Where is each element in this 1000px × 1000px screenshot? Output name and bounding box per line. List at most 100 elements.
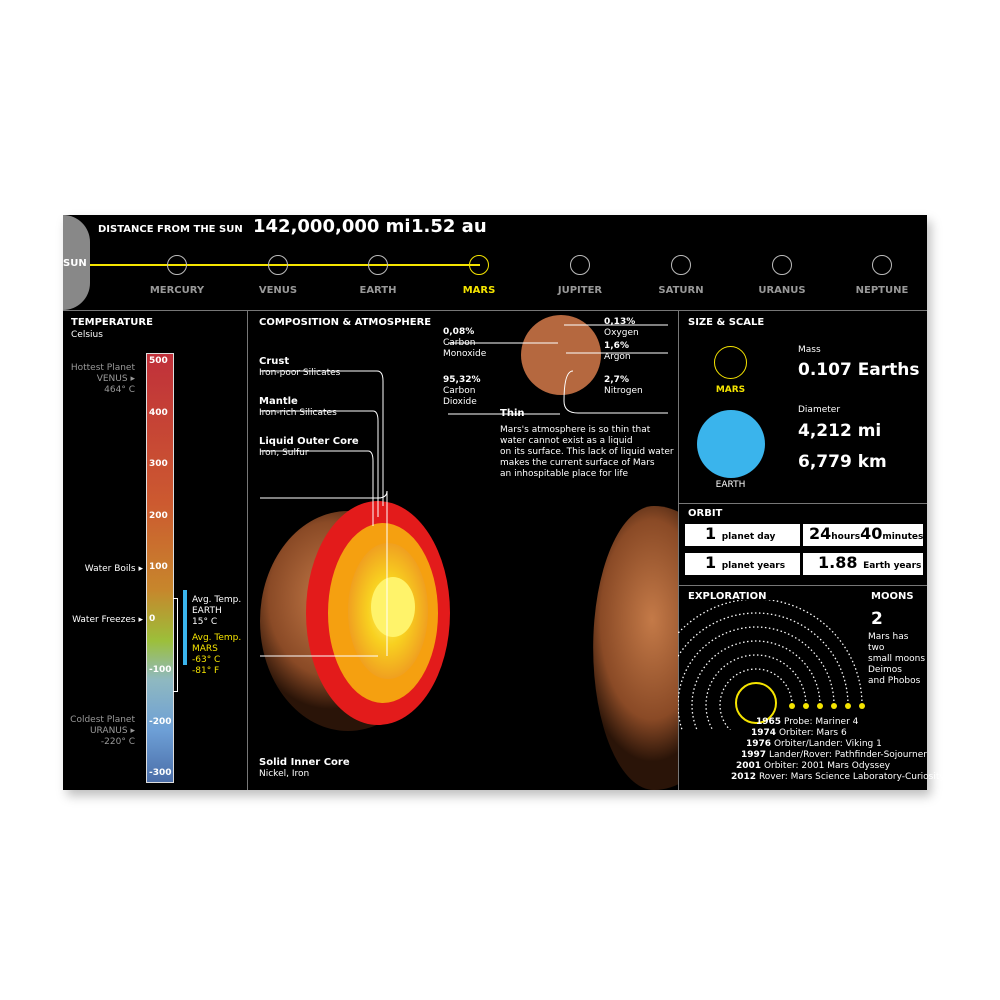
- planet-label-neptune[interactable]: NEPTUNE: [855, 285, 909, 296]
- planet-label-jupiter[interactable]: JUPITER: [557, 285, 603, 296]
- thin-text-line: an inhospitable place for life: [500, 469, 629, 479]
- thin-title: Thin: [500, 408, 525, 419]
- planet-marker-uranus[interactable]: [772, 255, 792, 275]
- moons-title: MOONS: [871, 591, 914, 602]
- atmosphere-gas-label: 2,7%Nitrogen: [604, 375, 643, 396]
- exploration-orbits: [678, 600, 865, 730]
- spacecraft-icon: [789, 703, 795, 709]
- mars-orbit-center: [735, 682, 777, 724]
- planet-label-venus[interactable]: VENUS: [258, 285, 298, 296]
- temperature-unit: Celsius: [71, 330, 103, 340]
- temperature-tick: 100: [149, 562, 168, 572]
- thin-text-line: water cannot exist as a liquid: [500, 436, 633, 446]
- mars-infographic-poster: SUN DISTANCE FROM THE SUN 142,000,000 mi…: [63, 215, 945, 790]
- temperature-tick: 200: [149, 510, 168, 521]
- planet-marker-mercury[interactable]: [167, 255, 187, 275]
- temperature-scale-bar: [146, 353, 174, 783]
- moons-text-line: and Phobos: [868, 676, 921, 686]
- distance-au: 1.52 au: [411, 216, 487, 237]
- planet-marker-saturn[interactable]: [671, 255, 691, 275]
- planet-marker-venus[interactable]: [268, 255, 288, 275]
- temperature-tick: -100: [149, 665, 172, 675]
- mission-orbit: [691, 640, 821, 730]
- diameter-km: 6,779 km: [798, 452, 887, 472]
- planet-label-uranus[interactable]: URANUS: [758, 285, 806, 296]
- mission-item: 1976 Orbiter/Lander: Viking 1: [746, 739, 882, 749]
- size-title: SIZE & SCALE: [688, 317, 765, 328]
- planet-marker-mars[interactable]: [469, 255, 489, 275]
- temperature-tick: -200: [149, 716, 172, 727]
- sun-shape: [63, 215, 90, 310]
- thin-text-line: on its surface. This lack of liquid wate…: [500, 447, 674, 457]
- spacecraft-icon: [831, 703, 837, 709]
- mars-interior-diagram: [260, 315, 678, 790]
- mass-value: 0.107 Earths: [798, 360, 920, 380]
- planet-label-saturn[interactable]: SATURN: [658, 285, 704, 296]
- moons-count: 2: [871, 609, 883, 629]
- thin-text-line: Mars's atmosphere is so thin that: [500, 425, 651, 435]
- planet-marker-earth[interactable]: [368, 255, 388, 275]
- diameter-label: Diameter: [798, 405, 841, 415]
- thin-text-line: makes the current surface of Mars: [500, 458, 655, 468]
- spacecraft-icon: [803, 703, 809, 709]
- mission-item: 1997 Lander/Rover: Pathfinder-Sojourner: [741, 750, 927, 760]
- planet-label-mars[interactable]: MARS: [462, 285, 496, 296]
- mission-item: 2012 Rover: Mars Science Laboratory-Curi…: [731, 772, 945, 782]
- mission-orbit: [678, 626, 835, 730]
- mars-size-label: MARS: [715, 385, 746, 395]
- mission-orbit: [678, 612, 849, 706]
- exploration-title: EXPLORATION: [688, 591, 767, 602]
- inner-core-layer: [371, 577, 415, 637]
- distance-label: DISTANCE FROM THE SUN: [98, 224, 243, 235]
- planet-marker-jupiter[interactable]: [570, 255, 590, 275]
- atmosphere-gas-label: 1,6%Argon: [604, 341, 631, 362]
- earth-size-label: EARTH: [715, 480, 746, 490]
- mission-orbit: [678, 600, 863, 706]
- atmosphere-gas-label: 0,13%Oxygen: [604, 317, 639, 338]
- atmosphere-pie: [521, 315, 601, 395]
- planet-year-value: 1.88 Earth years: [803, 553, 923, 575]
- water-boils-label: Water Boils ▸: [84, 564, 143, 574]
- mars-size-circle: [714, 346, 747, 379]
- temperature-tick: 0: [149, 613, 156, 624]
- temperature-title: TEMPERATURE: [71, 317, 153, 328]
- spacecraft-icon: [817, 703, 823, 709]
- planet-day-box: 1 planet day: [685, 524, 800, 546]
- spacecraft-icon: [845, 703, 851, 709]
- mission-item: 1965 Probe: Mariner 4: [756, 717, 859, 727]
- planet-label-mercury[interactable]: MERCURY: [149, 285, 205, 296]
- spacecraft-icon: [859, 703, 865, 709]
- distance-miles: 142,000,000 mi: [253, 216, 411, 237]
- diameter-miles: 4,212 mi: [798, 421, 882, 441]
- mission-item: 2001 Orbiter: 2001 Mars Odyssey: [736, 761, 891, 771]
- orbit-title: ORBIT: [688, 508, 723, 519]
- planet-label-earth[interactable]: EARTH: [359, 285, 397, 296]
- mars-temp-range: [173, 598, 178, 692]
- mass-label: Mass: [798, 345, 821, 355]
- earth-temp-range: [183, 590, 187, 665]
- sun-label: SUN: [63, 258, 87, 269]
- mission-item: 1974 Orbiter: Mars 6: [751, 728, 847, 738]
- moons-text-line: Deimos: [868, 665, 902, 675]
- temperature-tick: 500: [149, 356, 168, 366]
- mission-orbit: [705, 654, 807, 730]
- water-freezes-label: Water Freezes ▸: [72, 615, 143, 625]
- moons-text-line: Mars has two: [868, 632, 909, 653]
- temperature-tick: 300: [149, 459, 168, 469]
- temperature-tick: -300: [149, 768, 172, 778]
- planet-marker-neptune[interactable]: [872, 255, 892, 275]
- planet-year-box: 1 planet years: [685, 553, 800, 575]
- mission-orbit: [719, 668, 793, 730]
- temperature-tick: 400: [149, 407, 168, 418]
- mars-avg-temp: Avg. Temp.MARS-63° C-81° F: [192, 633, 242, 676]
- planet-day-value: 24hours40minutes: [803, 524, 923, 546]
- moons-text-line: small moons: [868, 654, 926, 664]
